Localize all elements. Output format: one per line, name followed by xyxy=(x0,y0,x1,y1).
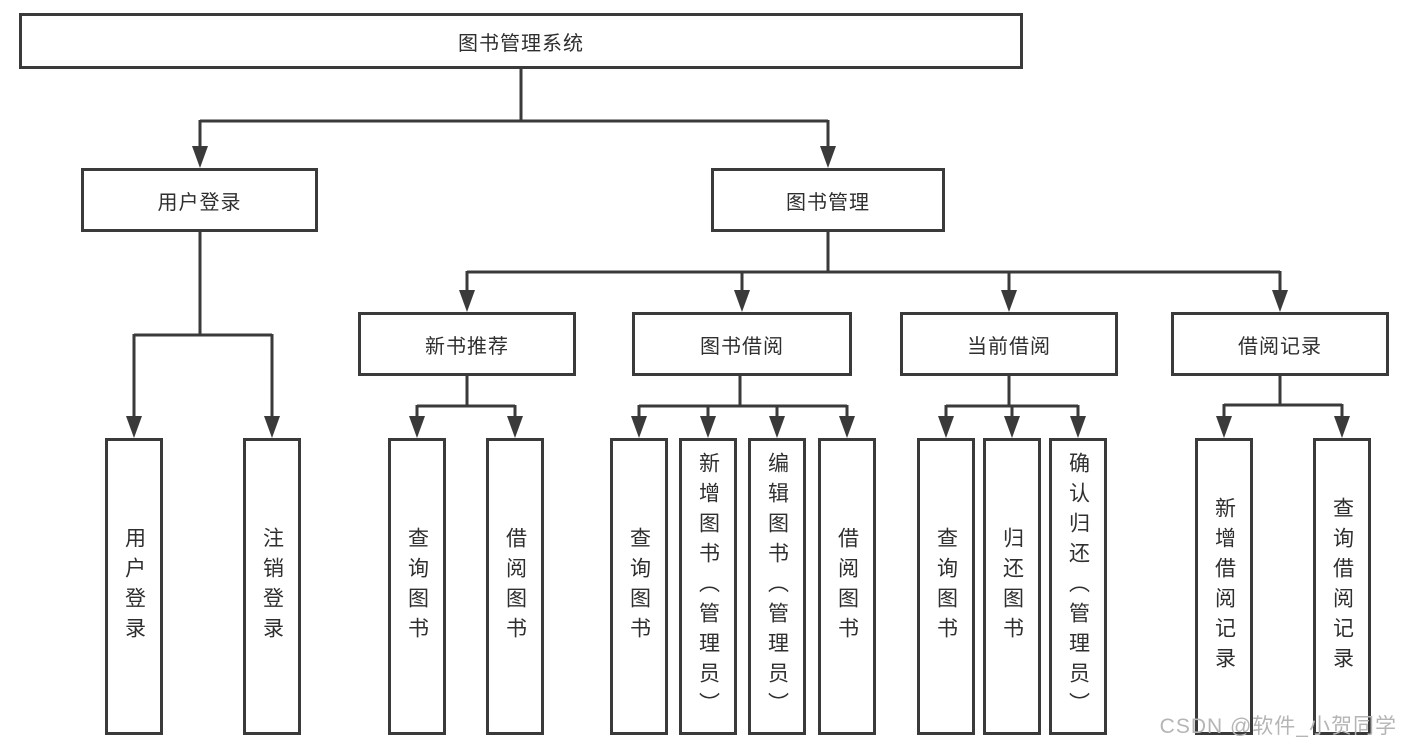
leaf-label: 借阅图书 xyxy=(835,526,859,647)
leaf-edit-books-admin: 编辑图书（管理员） xyxy=(748,438,806,735)
node-root: 图书管理系统 xyxy=(19,13,1023,69)
leaf-label: 新增图书（管理员） xyxy=(696,451,720,722)
connector-login-to-leaves xyxy=(126,232,280,438)
leaf-logout: 注销登录 xyxy=(243,438,301,735)
leaf-label: 用户登录 xyxy=(122,526,146,647)
leaf-label: 查询借阅记录 xyxy=(1330,496,1354,677)
node-current-borrowing: 当前借阅 xyxy=(900,312,1118,376)
leaf-label: 查询图书 xyxy=(627,526,651,647)
node-borrowing-records: 借阅记录 xyxy=(1171,312,1389,376)
leaf-label: 归还图书 xyxy=(1000,526,1024,647)
leaf-query-books-1: 查询图书 xyxy=(388,438,446,735)
leaf-add-books-admin: 新增图书（管理员） xyxy=(679,438,737,735)
connector-management-to-level3 xyxy=(459,232,1288,312)
leaf-add-borrow-record: 新增借阅记录 xyxy=(1195,438,1253,735)
leaf-label: 借阅图书 xyxy=(503,526,527,647)
connector-current-to-leaves xyxy=(938,376,1086,438)
leaf-confirm-return-admin: 确认归还（管理员） xyxy=(1049,438,1107,735)
leaf-borrow-books-1: 借阅图书 xyxy=(486,438,544,735)
connector-newbook-to-leaves xyxy=(409,376,523,438)
leaf-query-books-2: 查询图书 xyxy=(610,438,668,735)
connector-borrowing-to-leaves xyxy=(631,376,855,438)
connector-root-to-level2 xyxy=(192,68,836,168)
csdn-watermark: CSDN @软件_小贺同学 xyxy=(1159,715,1397,738)
node-new-book-recommendation: 新书推荐 xyxy=(358,312,576,376)
leaf-label: 查询图书 xyxy=(405,526,429,647)
leaf-return-books: 归还图书 xyxy=(983,438,1041,735)
node-book-management: 图书管理 xyxy=(711,168,945,232)
leaf-query-books-3: 查询图书 xyxy=(917,438,975,735)
leaf-label: 注销登录 xyxy=(260,526,284,647)
leaf-query-borrow-record: 查询借阅记录 xyxy=(1313,438,1371,735)
leaf-label: 确认归还（管理员） xyxy=(1066,451,1090,722)
leaf-label: 编辑图书（管理员） xyxy=(765,451,789,722)
leaf-borrow-books-2: 借阅图书 xyxy=(818,438,876,735)
leaf-label: 查询图书 xyxy=(934,526,958,647)
leaf-user-login: 用户登录 xyxy=(105,438,163,735)
leaf-label: 新增借阅记录 xyxy=(1212,496,1236,677)
connector-records-to-leaves xyxy=(1216,376,1350,438)
connectors xyxy=(126,68,1350,438)
node-book-borrowing: 图书借阅 xyxy=(632,312,852,376)
node-user-login: 用户登录 xyxy=(81,168,318,232)
